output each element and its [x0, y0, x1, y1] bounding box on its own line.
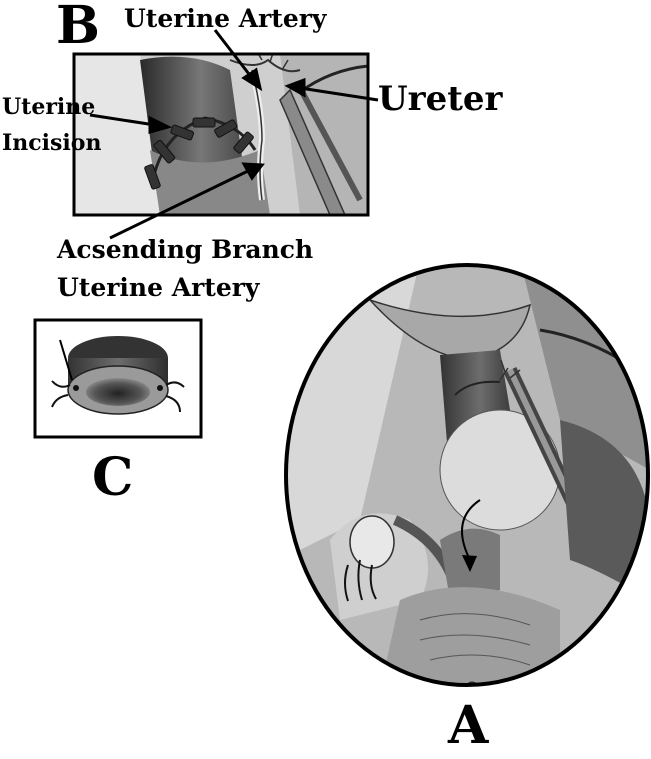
- uterine-incision-label-line1: Uterine: [2, 94, 96, 120]
- panel-c-letter: C: [92, 447, 134, 508]
- ureter-label: Ureter: [378, 79, 503, 119]
- panel-c-inset: [33, 318, 203, 439]
- uterine-artery-label: Uterine Artery: [124, 4, 327, 33]
- ascending-branch-label-line1: Acsending Branch: [57, 235, 314, 264]
- panel-b-inset: [72, 52, 370, 217]
- annotation-arrows: [89, 29, 379, 240]
- ascending-branch-label-line2: Uterine Artery: [57, 273, 260, 302]
- panel-b-letter: B: [56, 0, 100, 56]
- panel-a-letter: A: [448, 695, 489, 756]
- panel-a-oval: [284, 263, 650, 687]
- uterine-incision-label-line2: Incision: [2, 130, 102, 156]
